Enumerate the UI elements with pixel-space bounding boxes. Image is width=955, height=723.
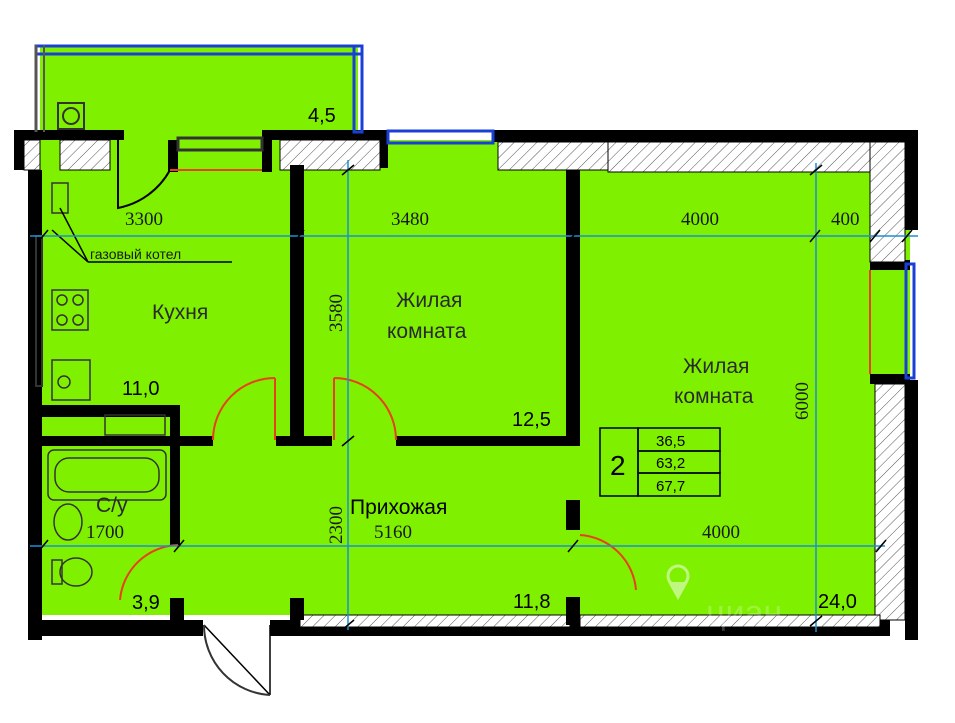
room-name-bathroom: С/у <box>96 494 128 517</box>
dim-top-living1: 3480 <box>391 209 429 230</box>
boiler-label: газовый котел <box>90 246 181 262</box>
room-name-living1-line1: Жилая <box>396 289 462 312</box>
watermark-text: циан <box>706 594 782 632</box>
watermark: циан <box>666 564 782 632</box>
hatched-walls <box>59 139 906 628</box>
dim-top-living2: 4000 <box>681 209 719 230</box>
room-area-living1: 12,5 <box>512 409 551 431</box>
fixtures <box>47 182 167 587</box>
room-name-living2-line2: комната <box>674 385 754 408</box>
summary-total-area-balcony: 67,7 <box>656 478 685 495</box>
room-area-bathroom: 3,9 <box>132 592 160 614</box>
dim-vertical-living1: 3580 <box>326 294 347 332</box>
dim-top-kitchen: 3300 <box>125 209 163 230</box>
windows <box>35 129 916 387</box>
dim-vertical-hall: 2300 <box>326 506 347 544</box>
summary-total-area: 63,2 <box>656 455 685 472</box>
area-summary <box>599 427 721 497</box>
dim-bottom-hall: 5160 <box>374 522 412 543</box>
room-name-hallway: Прихожая <box>350 496 447 519</box>
room-name-living1-line2: комната <box>387 320 467 343</box>
doors <box>117 132 871 696</box>
dimension-ticks <box>37 164 913 631</box>
room-area-kitchen: 11,0 <box>122 378 159 400</box>
dim-top-right: 400 <box>831 209 860 230</box>
room-area-hallway: 11,8 <box>513 591 550 613</box>
summary-living-area: 36,5 <box>656 433 685 450</box>
balcony-frame <box>34 44 364 134</box>
dim-bottom-bath: 1700 <box>86 522 124 543</box>
room-name-living2-line1: Жилая <box>683 355 749 378</box>
summary-rooms-count: 2 <box>610 450 626 481</box>
dim-vertical-living2: 6000 <box>792 382 813 420</box>
dim-bottom-living2: 4000 <box>702 522 740 543</box>
outer-walls <box>14 130 918 640</box>
room-area-balcony: 4,5 <box>308 105 336 127</box>
room-area-living2: 24,0 <box>818 591 857 613</box>
dimension-lines <box>30 160 918 632</box>
room-name-kitchen: Кухня <box>152 301 208 324</box>
